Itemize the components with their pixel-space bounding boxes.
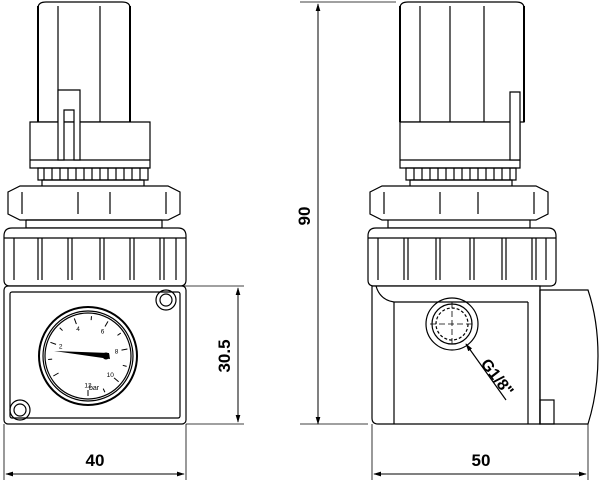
front-screw-bottom — [9, 399, 31, 421]
dimension-side-depth: 50 — [472, 451, 491, 470]
pressure-gauge — [38, 306, 138, 406]
side-body — [371, 285, 599, 425]
gauge-tick — [122, 364, 127, 367]
side-knob — [399, 1, 525, 189]
gauge-tick — [53, 372, 59, 377]
gauge-scale-label: 6 — [101, 328, 105, 335]
dimension-overall-height: 90 — [295, 207, 314, 226]
gauge-needle-hub — [102, 352, 110, 360]
gauge-scale-label: 12 — [84, 383, 92, 390]
gauge-scale-label: 8 — [115, 348, 119, 355]
side-knurl — [405, 167, 517, 189]
gauge-details: 2 4 6 8 10 12 — [48, 316, 128, 396]
gauge-scale-label: 2 — [59, 344, 63, 351]
side-bonnet — [367, 227, 557, 287]
gauge-tick — [113, 377, 119, 383]
dimension-body-height: 30.5 — [215, 339, 234, 372]
front-panel-nut — [7, 185, 181, 229]
gauge-tick — [104, 321, 109, 327]
gauge-unit-label: bar — [89, 385, 100, 392]
front-bonnet — [3, 227, 187, 287]
front-knurl — [37, 167, 149, 189]
gauge-tick — [102, 388, 106, 393]
side-gauge-port — [425, 297, 479, 351]
gauge-needle — [54, 351, 110, 359]
front-view — [3, 1, 187, 425]
front-screw-top — [155, 289, 177, 311]
port-thread-leader — [465, 343, 507, 401]
front-knob — [29, 1, 151, 189]
gauge-scale-label: 10 — [107, 372, 115, 379]
gauge-tick — [117, 332, 122, 336]
gauge-tick — [59, 327, 63, 331]
dimension-front-width: 40 — [86, 451, 105, 470]
gauge-tick — [50, 341, 57, 345]
gauge-tick — [121, 348, 128, 351]
side-panel-nut — [369, 185, 549, 229]
dimension-lines — [3, 1, 589, 480]
gauge-scale-label: 4 — [76, 326, 80, 333]
gauge-tick — [73, 318, 77, 325]
